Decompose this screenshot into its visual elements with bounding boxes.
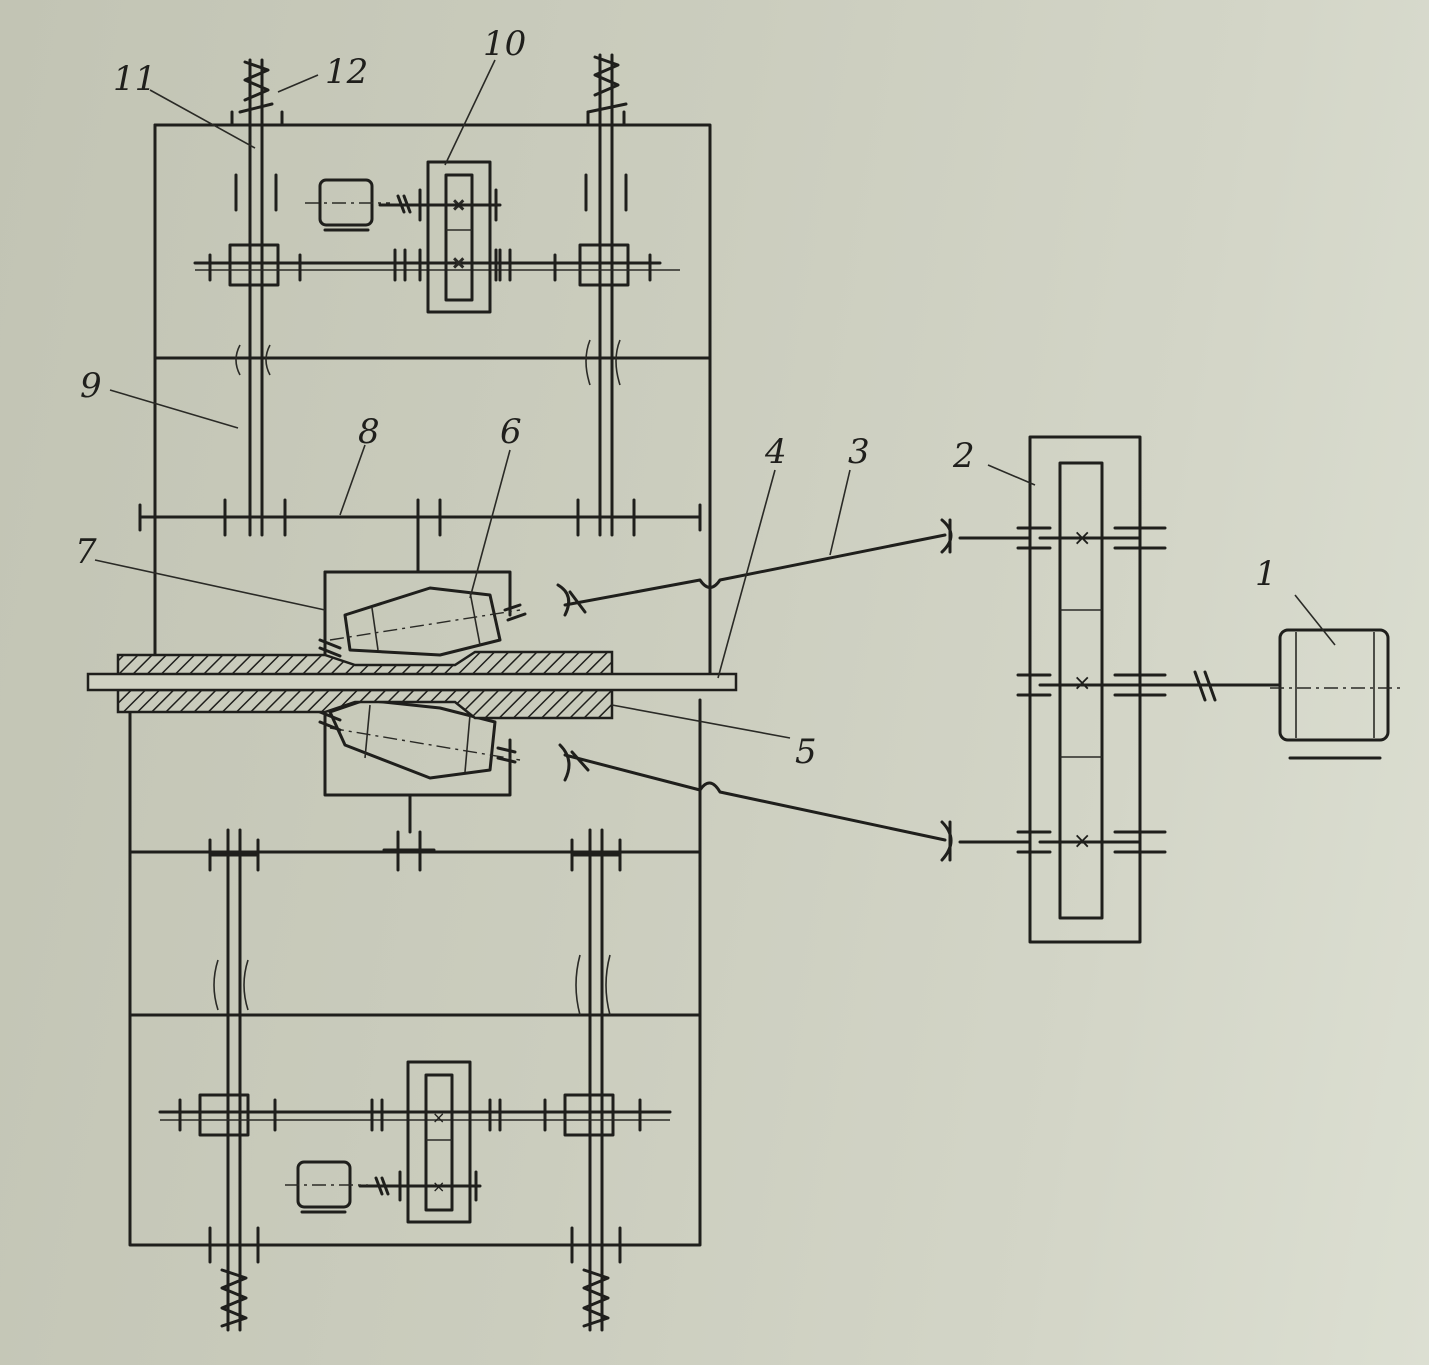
- lower-reducer: × ×: [358, 1060, 482, 1224]
- svg-text:×: ×: [432, 1108, 445, 1127]
- label-12: 12: [325, 52, 368, 92]
- lower-right-screw: [570, 828, 622, 1332]
- label-7: 7: [75, 532, 97, 572]
- label-10: 10: [483, 24, 526, 64]
- label-11: 11: [113, 59, 156, 99]
- labels: 1 2 3 4 5 6 7 8 9 10 11 12: [75, 24, 1277, 772]
- lower-worm-gears: [158, 1093, 672, 1137]
- gear-stand-2: × × ×: [1016, 435, 1167, 944]
- tube-and-mandrel: [86, 650, 738, 720]
- leader-lines: [94, 59, 1336, 739]
- label-4: 4: [764, 432, 787, 472]
- label-2: 2: [952, 436, 975, 476]
- label-6: 6: [500, 412, 522, 452]
- upper-worm-gears: [193, 243, 680, 287]
- spindles: [556, 518, 1032, 862]
- upper-motor: [305, 178, 412, 232]
- lower-motor: [285, 1160, 390, 1214]
- upper-left-screw: [223, 58, 287, 537]
- svg-text:×: ×: [452, 253, 465, 272]
- label-8: 8: [358, 412, 380, 452]
- upper-roll: [318, 586, 527, 658]
- lower-left-screw: [208, 828, 260, 1332]
- label-5: 5: [795, 732, 817, 772]
- label-1: 1: [1255, 554, 1277, 594]
- upper-right-screw: [576, 53, 636, 537]
- roll-housings: [323, 498, 512, 872]
- label-3: 3: [848, 432, 870, 472]
- lower-frame: [128, 698, 702, 1247]
- main-motor-1: [1138, 628, 1400, 760]
- upper-reducer-10: × ×: [378, 160, 502, 314]
- label-9: 9: [80, 366, 102, 406]
